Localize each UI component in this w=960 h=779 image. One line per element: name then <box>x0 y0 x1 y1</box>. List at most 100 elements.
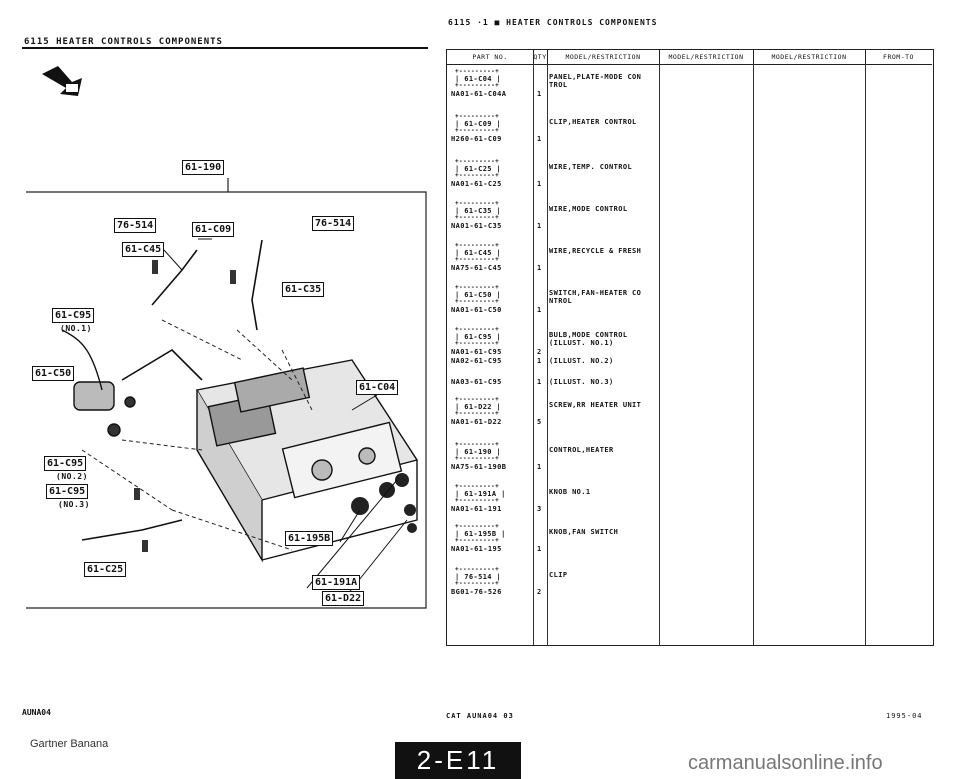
quantity: 1 <box>537 306 542 314</box>
part-code: | 61-C45 | <box>455 249 502 257</box>
part-number: NA01-61-C50 <box>451 306 502 314</box>
code-box-border: +---------+ <box>455 326 500 333</box>
col-header-qty: QTY <box>533 50 548 65</box>
part-code: | 61-C04 | <box>455 75 502 83</box>
diagram-label-61-c35: 61-C35 <box>282 282 325 297</box>
table-row: +---------+| 61-D22 |+---------+NA01-61-… <box>447 396 667 436</box>
description: KNOB,FAN SWITCH <box>549 528 619 536</box>
quantity: 1 <box>537 463 542 471</box>
part-number: NA01-61-195 <box>451 545 502 553</box>
quantity: 2 <box>537 588 542 596</box>
table-row: NA02-61-C95 1 (ILLUST. NO.2) <box>447 357 667 397</box>
col-divider <box>865 64 866 645</box>
diagram-label-61-c25: 61-C25 <box>84 562 127 577</box>
col-header-part-no: PART NO. <box>447 50 534 65</box>
code-box-border: +---------+ <box>455 566 500 573</box>
code-box-border: +---------+ <box>455 396 500 403</box>
part-number: NA75-61-C45 <box>451 264 502 272</box>
table-row: +---------+| 61-C45 |+---------+NA75-61-… <box>447 242 667 282</box>
part-code: | 61-191A | <box>455 490 506 498</box>
diagram-label-76-514-a: 76-514 <box>114 218 157 233</box>
table-row: +---------+| 61-195B |+---------+NA01-61… <box>447 523 667 563</box>
table-row: +---------+| 61-C35 |+---------+NA01-61-… <box>447 200 667 240</box>
table-row: +---------+| 61-191A |+---------+NA01-61… <box>447 483 667 523</box>
page-tab: 2-E11 <box>395 742 521 779</box>
code-box-border: +---------+ <box>455 441 500 448</box>
col-divider <box>547 64 548 645</box>
code-box-border: +---------+ <box>455 537 500 544</box>
diagram-label-61-195b: 61-195B <box>285 531 334 546</box>
col-header-model-1: MODEL/RESTRICTION <box>547 50 660 65</box>
part-number: BG01-76-526 <box>451 588 502 596</box>
code-box-border: +---------+ <box>455 68 500 75</box>
quantity: 1 <box>537 222 542 230</box>
description: WIRE,TEMP. CONTROL <box>549 163 633 171</box>
diagram-label-61-191a: 61-191A <box>312 575 361 590</box>
part-number: NA01-61-C35 <box>451 222 502 230</box>
quantity: 1 <box>537 135 542 143</box>
diagram-drawing <box>26 178 427 609</box>
part-number: NA75-61-190B <box>451 463 507 471</box>
part-code: | 61-C35 | <box>455 207 502 215</box>
diagram-note-no3: (NO.3) <box>58 500 90 509</box>
quantity: 1 <box>537 180 542 188</box>
code-box-border: +---------+ <box>455 340 500 347</box>
part-number: NA02-61-C95 <box>451 357 502 365</box>
part-number: H260-61-C09 <box>451 135 502 143</box>
code-box-border: +---------+ <box>455 172 500 179</box>
part-code: | 61-C95 | <box>455 333 502 341</box>
part-code: | 61-C25 | <box>455 165 502 173</box>
diagram-label-61-c95-no1: 61-C95 <box>52 308 95 323</box>
diagram-label-61-c95-no2: 61-C95 <box>44 456 87 471</box>
part-number: NA03-61-C95 <box>451 378 502 386</box>
date-footer: 1995-04 <box>886 712 923 720</box>
credit-text: Gartner Banana <box>30 738 109 750</box>
front-arrow-icon <box>38 64 86 104</box>
right-page-title: 6115 ·1 ■ HEATER CONTROLS COMPONENTS <box>448 18 658 27</box>
code-box-border: +---------+ <box>455 284 500 291</box>
diagram-note-no1: (NO.1) <box>60 324 92 333</box>
description: KNOB NO.1 <box>549 488 591 496</box>
code-box-border: +---------+ <box>455 410 500 417</box>
description: SCREW,RR HEATER UNIT <box>549 401 642 409</box>
part-number: NA01-61-C04A <box>451 90 507 98</box>
part-number: NA01-61-C95 <box>451 348 502 356</box>
description: WIRE,RECYCLE & FRESH <box>549 247 642 255</box>
quantity: 5 <box>537 418 542 426</box>
code-box-border: +---------+ <box>455 483 500 490</box>
left-page-title: 6115 HEATER CONTROLS COMPONENTS <box>24 37 223 47</box>
quantity: 1 <box>537 90 542 98</box>
watermark: carmanualsonline.info <box>688 752 883 774</box>
diagram-label-61-c45: 61-C45 <box>122 242 165 257</box>
table-row: +---------+| 61-C09 |+---------+H260-61-… <box>447 113 667 153</box>
diagram-label-76-514-b: 76-514 <box>312 216 355 231</box>
table-row: +---------+| 61-C50 |+---------+NA01-61-… <box>447 284 667 324</box>
quantity: 1 <box>537 264 542 272</box>
description: (ILLUST. NO.3) <box>549 378 614 386</box>
left-footer-code: AUNA04 <box>22 708 51 717</box>
table-row: NA03-61-C95 1 (ILLUST. NO.3) <box>447 378 667 418</box>
part-code: | 61-C50 | <box>455 291 502 299</box>
description: (ILLUST. NO.2) <box>549 357 614 365</box>
quantity: 1 <box>537 378 542 386</box>
diagram-label-61-c95-no3: 61-C95 <box>46 484 89 499</box>
diagram-label-61-190: 61-190 <box>182 160 225 175</box>
diagram-note-no2: (NO.2) <box>56 472 88 481</box>
table-row: +---------+| 76-514 |+---------+BG01-76-… <box>447 566 667 606</box>
quantity: 2 <box>537 348 542 356</box>
table-row: +---------+| 61-190 |+---------+NA75-61-… <box>447 441 667 481</box>
code-box-border: +---------+ <box>455 82 500 89</box>
code-box-border: +---------+ <box>455 298 500 305</box>
description: WIRE,MODE CONTROL <box>549 205 628 213</box>
col-divider <box>753 64 754 645</box>
part-code: | 61-D22 | <box>455 403 502 411</box>
diagram-label-61-c50: 61-C50 <box>32 366 75 381</box>
diagram-label-61-d22: 61-D22 <box>322 591 365 606</box>
table-row: +---------+| 61-C04 |+---------+NA01-61-… <box>447 68 667 108</box>
col-header-from-to: FROM-TO <box>865 50 932 65</box>
part-number: NA01-61-D22 <box>451 418 502 426</box>
description: CONTROL,HEATER <box>549 446 614 454</box>
part-code: | 61-C09 | <box>455 120 502 128</box>
parts-table: PART NO. QTY MODEL/RESTRICTION MODEL/RES… <box>446 49 934 646</box>
code-box-border: +---------+ <box>455 158 500 165</box>
